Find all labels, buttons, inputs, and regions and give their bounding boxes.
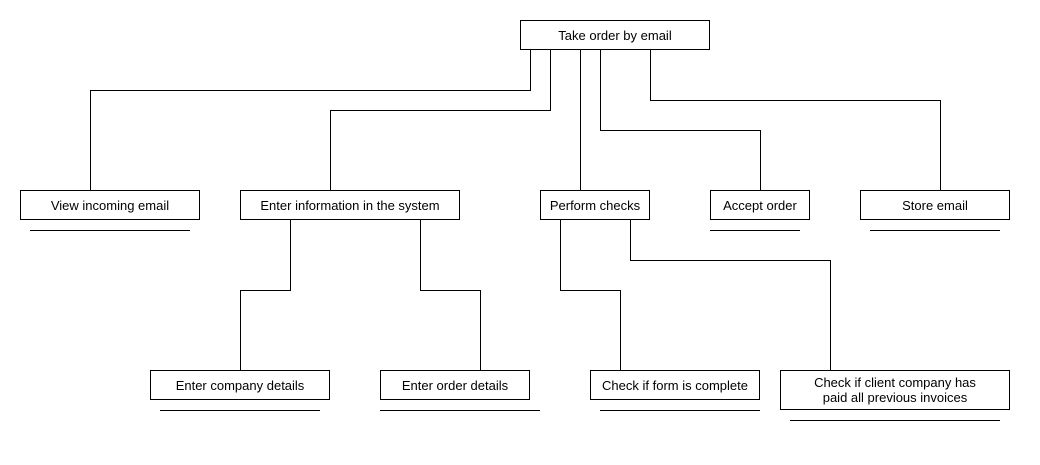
connector-view-email <box>90 50 531 190</box>
connector-company-details <box>240 220 291 370</box>
node-client-paid: Check if client company has paid all pre… <box>780 370 1010 410</box>
node-label: Check if client company has paid all pre… <box>814 375 976 405</box>
node-view-email: View incoming email <box>20 190 200 220</box>
node-label: Perform checks <box>549 197 641 213</box>
node-label: Accept order <box>723 197 797 213</box>
node-order-details: Enter order details <box>380 370 530 400</box>
node-label: Enter information in the system <box>260 197 440 213</box>
node-label: Enter order details <box>401 377 509 393</box>
node-enter-info: Enter information in the system <box>240 190 460 220</box>
connector-form-complete <box>560 220 621 370</box>
connector-order-details <box>420 220 481 370</box>
connector-client-paid <box>630 220 831 370</box>
node-label: View incoming email <box>50 197 170 213</box>
connector-accept-order <box>600 50 761 190</box>
node-label: Store email <box>902 197 968 213</box>
node-accept-order: Accept order <box>710 190 810 220</box>
node-label: Take order by email <box>558 27 672 43</box>
node-label: Check if form is complete <box>602 377 748 393</box>
connector-enter-info <box>330 50 551 190</box>
node-company-details: Enter company details <box>150 370 330 400</box>
node-take-order: Take order by email <box>520 20 710 50</box>
connector-store-email <box>650 50 941 190</box>
node-store-email: Store email <box>860 190 1010 220</box>
node-label: Enter company details <box>175 377 305 393</box>
node-perform-checks: Perform checks <box>540 190 650 220</box>
node-form-complete: Check if form is complete <box>590 370 760 400</box>
